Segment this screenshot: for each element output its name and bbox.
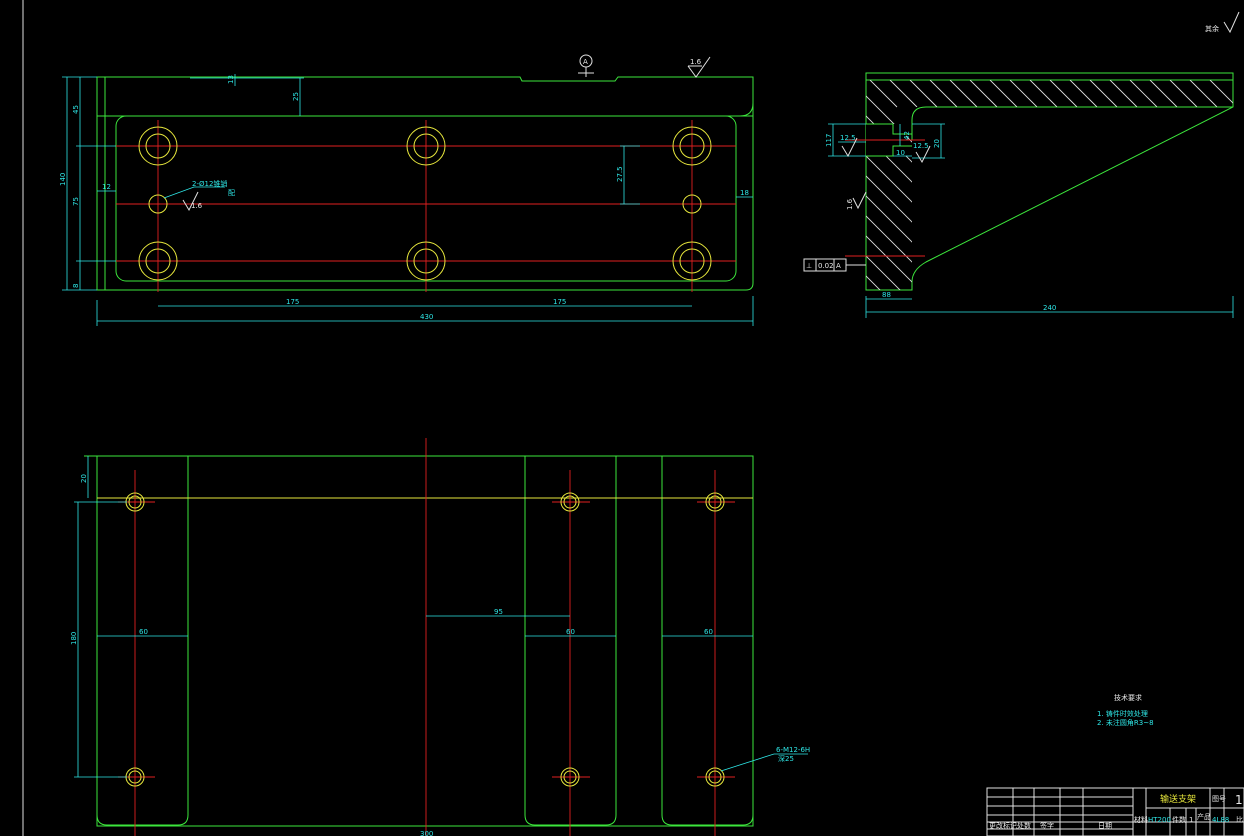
top-view: 430 175 175 140 45 75 8 25 13 27.5 12	[59, 54, 754, 326]
dim-60-mid: 60	[566, 628, 575, 636]
note-1: 1. 铸件时效处理	[1097, 709, 1148, 718]
hole-note: 2-Ø12锥销	[192, 179, 227, 188]
dim-60-right: 60	[704, 628, 713, 636]
title-stamp: 比	[1236, 815, 1243, 824]
dim-95: 95	[494, 608, 503, 616]
roughness-1-6-top: 1.6	[191, 202, 203, 210]
dim-8: 8	[72, 284, 80, 288]
qty-label: 件数	[1172, 815, 1186, 824]
title-code: 4L88	[1212, 816, 1229, 824]
dim-430: 430	[420, 313, 433, 321]
roughness-corner-label: 其余	[1205, 24, 1219, 33]
side-view-dimensions: 240 88 117 12.5 20 42 12.5 10 1.6	[803, 123, 1234, 318]
top-view-dimensions: 430 175 175 140 45 75 8 25 13 27.5 12	[59, 54, 754, 326]
thread-depth-note: 深25	[778, 754, 794, 763]
dim-140: 140	[59, 173, 67, 186]
dim-13: 13	[227, 75, 235, 84]
note-2: 2. 未注圆角R3~8	[1097, 718, 1154, 727]
dim-180: 180	[70, 632, 78, 645]
side-view: 240 88 117 12.5 20 42 12.5 10 1.6	[803, 72, 1234, 318]
bottom-view-outline	[96, 455, 754, 827]
material-value: HT200	[1148, 816, 1171, 824]
dim-240: 240	[1043, 304, 1056, 312]
dim-side-20: 20	[933, 139, 941, 148]
counterbore-holes	[138, 126, 712, 281]
bottom-view-dimensions: 20 180 95 60 60 60 6-M12-6H 深25 300	[70, 456, 810, 836]
datum-a-label: A	[583, 58, 588, 66]
sign-label-sign: 签字	[1040, 821, 1054, 830]
roughness-corner-symbol: 其余	[1205, 11, 1240, 34]
top-view-outline	[96, 76, 754, 291]
material-label: 材料	[1134, 815, 1148, 824]
bottom-view: 20 180 95 60 60 60 6-M12-6H 深25 300	[70, 438, 810, 836]
hole-note-mating: 配	[228, 189, 235, 197]
dim-175-right: 175	[553, 298, 566, 306]
dim-18: 18	[740, 189, 749, 197]
sign-label-date: 日期	[1098, 822, 1112, 830]
thread-note: 6-M12-6H	[776, 746, 810, 754]
dim-88: 88	[882, 291, 891, 299]
tolerance-symbol: ⊥	[806, 262, 812, 270]
sign-label-change: 更改标记	[989, 821, 1017, 830]
dim-45: 45	[72, 105, 80, 114]
pin-hole-right	[682, 194, 702, 214]
title-block: 输送支架 图号 1 材料 HT200 件数 1 产品 4L88 比 更改标记 处…	[986, 787, 1244, 836]
side-view-outline	[865, 72, 1234, 291]
sheet-count: 1	[1235, 793, 1243, 807]
dim-25: 25	[292, 92, 300, 101]
tolerance-value: 0.02	[818, 262, 834, 270]
dim-60-left: 60	[139, 628, 148, 636]
qty-value: 1	[1189, 816, 1193, 824]
side-roughness-1-6: 1.6	[846, 198, 854, 210]
dim-12: 12	[102, 183, 111, 191]
dim-side-42: 42	[903, 131, 911, 140]
dim-12-5-right: 12.5	[913, 142, 929, 150]
dim-12-5-left: 12.5	[840, 134, 856, 142]
threaded-holes	[125, 492, 725, 787]
part-name: 输送支架	[1160, 793, 1196, 805]
dim-75: 75	[72, 197, 80, 206]
dim-bottom-width: 300	[420, 830, 433, 836]
sign-label-count: 处数	[1017, 821, 1031, 830]
dim-175-left: 175	[286, 298, 299, 306]
dim-bottom-20: 20	[80, 474, 88, 483]
product-label: 产品	[1197, 812, 1211, 821]
section-hatching	[866, 80, 1233, 290]
tolerance-datum: A	[836, 262, 841, 270]
technical-notes: 技术要求 1. 铸件时效处理 2. 未注圆角R3~8	[1097, 693, 1154, 727]
dim-side-117: 117	[825, 134, 833, 147]
dim-side-10: 10	[896, 149, 905, 157]
pin-hole-left	[148, 194, 168, 214]
notes-heading: 技术要求	[1114, 693, 1142, 702]
dim-27-5: 27.5	[616, 166, 624, 182]
roughness-1-6-surface: 1.6	[690, 58, 702, 66]
drawing-no-label: 图号	[1212, 795, 1226, 803]
